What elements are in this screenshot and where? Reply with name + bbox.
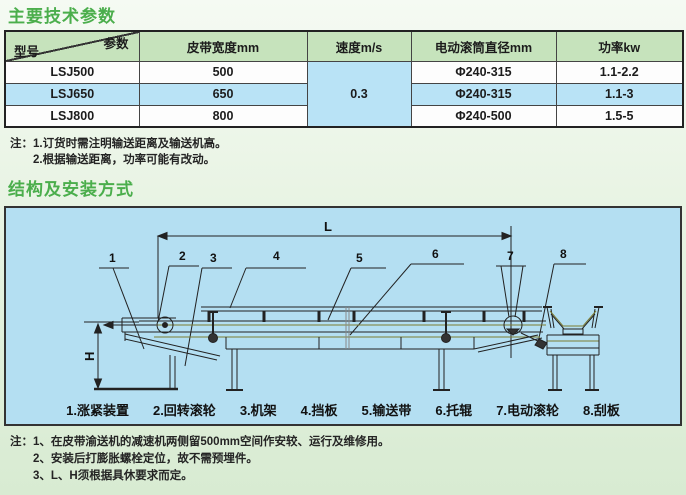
legend-item: 7.电动滚轮 [496, 403, 560, 418]
diagram-legend: 1.涨紧装置 2.回转滚轮 3.机架 4.挡板 5.输送带 6.托辊 7.电动滚… [6, 400, 680, 419]
conveyor-diagram: L H 1 2 3 4 5 6 7 8 [82, 219, 603, 391]
table-row: LSJ650 650 Φ240-315 1.1-3 [4, 82, 684, 106]
note-label: 注： [10, 436, 33, 448]
legend-item: 1.涨紧装置 [66, 403, 129, 418]
cell-drum-diameter: Φ240-315 [410, 60, 557, 84]
cell-power: 1.5-5 [555, 104, 684, 128]
note-label: 注： [10, 138, 33, 150]
table-row: LSJ500 500 0.3 Φ240-315 1.1-2.2 [4, 60, 684, 128]
datasheet-page: 主要技术参数 参数 型号 皮带宽度mm 速度m/s 电动滚筒直径mm 功率kw … [0, 6, 686, 495]
corner-label-model: 型号 [14, 44, 40, 59]
header-speed: 速度m/s [306, 30, 412, 62]
cell-drum-diameter: Φ240-315 [410, 82, 557, 106]
cell-model: LSJ800 [4, 104, 140, 128]
callout-label: 1 [109, 251, 116, 265]
structure-diagram-panel: L H 1 2 3 4 5 6 7 8 1.涨紧装置 2.回转滚轮 3.机架 4… [4, 206, 682, 426]
callout-label: 3 [210, 251, 217, 265]
note-line: 2、安装后打膨胀螺栓定位，故不需预埋件。 [33, 453, 258, 465]
dimension-label-l: L [324, 219, 332, 234]
legend-item: 3.机架 [239, 403, 277, 418]
header-drum-diameter: 电动滚筒直径mm [410, 30, 557, 62]
corner-label-parameter: 参数 [103, 37, 129, 51]
legend-item: 5.输送带 [361, 403, 412, 418]
cell-model: LSJ500 [4, 60, 140, 84]
diagram-notes: 注： 1、在皮带渝送机的减速机两侧留500mm空间作安较、运行及维修用。 2、安… [10, 434, 686, 485]
section-title-parameters: 主要技术参数 [8, 7, 116, 26]
table-notes: 注： 1.订货时需注明输送距离及输送机高。 2.根据输送距离，功率可能有改动。 [10, 136, 686, 168]
cell-belt-width: 800 [138, 104, 308, 128]
callout-label: 4 [273, 249, 280, 263]
cell-belt-width: 500 [138, 60, 308, 84]
cell-power: 1.1-2.2 [555, 60, 684, 84]
corner-header-cell: 参数 型号 [4, 30, 140, 62]
note-line: 1.订货时需注明输送距离及输送机高。 [33, 138, 227, 150]
callout-label: 5 [356, 251, 363, 265]
cell-speed-merged: 0.3 [306, 60, 412, 128]
cell-belt-width: 650 [138, 82, 308, 106]
legend-item: 6.托辊 [435, 403, 473, 418]
table-header-row: 参数 型号 皮带宽度mm 速度m/s 电动滚筒直径mm 功率kw [4, 30, 684, 62]
legend-item: 2.回转滚轮 [152, 403, 216, 418]
cell-drum-diameter: Φ240-500 [410, 104, 557, 128]
callout-label: 6 [432, 247, 439, 261]
note-line: 1、在皮带渝送机的减速机两侧留500mm空间作安较、运行及维修用。 [33, 436, 390, 448]
cell-model: LSJ650 [4, 82, 140, 106]
note-line: 3、L、H须根据具休要求而定。 [33, 470, 193, 482]
dimension-label-h: H [82, 352, 97, 361]
parameters-table: 参数 型号 皮带宽度mm 速度m/s 电动滚筒直径mm 功率kw LSJ500 … [4, 30, 684, 128]
callout-label: 7 [507, 249, 514, 263]
callout-label: 2 [179, 249, 186, 263]
note-line: 2.根据输送距离，功率可能有改动。 [33, 154, 216, 166]
callout-label: 8 [560, 247, 567, 261]
cell-power: 1.1-3 [555, 82, 684, 106]
header-belt-width: 皮带宽度mm [138, 30, 308, 62]
legend-item: 8.刮板 [583, 403, 620, 418]
header-power: 功率kw [555, 30, 684, 62]
legend-item: 4.挡板 [300, 403, 338, 418]
table-row: LSJ800 800 Φ240-500 1.5-5 [4, 104, 684, 128]
section-title-structure: 结构及安装方式 [8, 180, 134, 199]
